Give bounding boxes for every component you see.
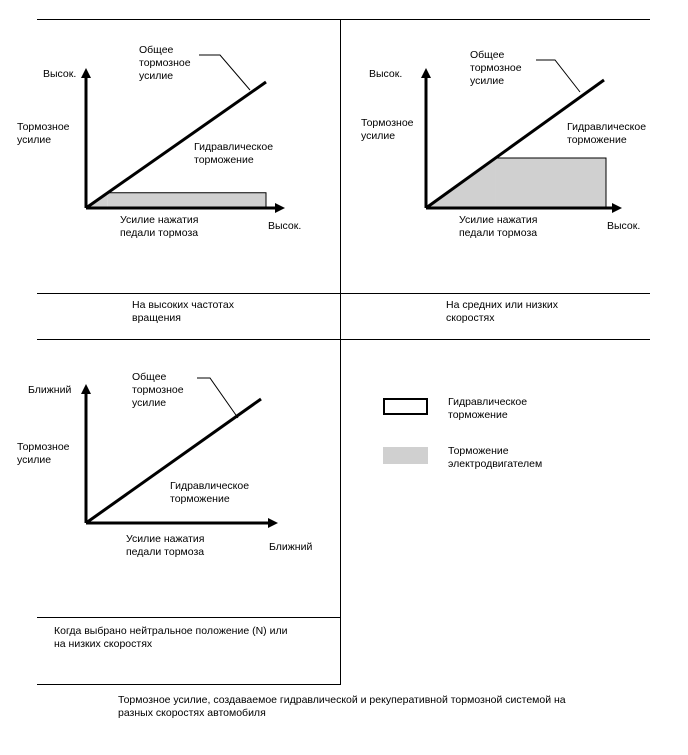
panel-3-y-axis-label: Тормозное усилие [17, 441, 70, 466]
legend-label-hydraulic: Гидравлическое торможение [448, 396, 528, 421]
panel-2-hydraulic-outline [495, 157, 607, 208]
panel-2-caption: На средних или низких скоростях [446, 299, 558, 324]
panel-2-x-arrowhead [612, 203, 622, 213]
panel-3-x-axis-label: Усилие нажатия педали тормоза [126, 533, 205, 558]
panel-3-y-high-label: Ближний [28, 384, 72, 396]
panel-3-x-arrowhead [268, 518, 278, 528]
panel-2-x-high-label: Высок. [607, 220, 641, 232]
panel-2-hydraulic-label: Гидравлическое торможение [567, 121, 647, 146]
grid-line-top [37, 19, 650, 20]
panel-2-y-arrowhead [421, 68, 431, 78]
panel-1-electric-area [107, 192, 266, 208]
grid-line-row1b [37, 339, 650, 340]
legend-swatch-hydraulic [383, 398, 428, 415]
panel-1-total-label: Общее тормозное усилие [139, 44, 191, 82]
panel-3-y-arrowhead [81, 384, 91, 394]
panel-3-caption: Когда выбрано нейтральное положение (N) … [54, 625, 288, 650]
panel-1-caption: На высоких частотах вращения [132, 299, 234, 324]
panel-1-hydraulic-outline [107, 192, 267, 208]
panel-1-y-axis-label: Тормозное усилие [17, 121, 70, 146]
panel-1-y-high-label: Высок. [43, 68, 77, 80]
panel-2-total-leader [536, 59, 581, 93]
panel-3-total-force-line [85, 397, 262, 525]
figure-caption: Тормозное усилие, создаваемое гидравличе… [118, 694, 566, 719]
grid-line-row2 [37, 617, 341, 618]
panel-2-y-axis-label: Тормозное усилие [361, 117, 414, 142]
panel-1-x-axis-label: Усилие нажатия педали тормоза [120, 214, 199, 239]
panel-1-x-arrowhead [275, 203, 285, 213]
panel-1-x-high-label: Высок. [268, 220, 302, 232]
legend-label-electric: Торможение электродвигателем [448, 445, 543, 470]
panel-1-hydraulic-label: Гидравлическое торможение [194, 141, 274, 166]
grid-line-vertical [340, 19, 341, 685]
panel-1-total-leader [199, 54, 251, 91]
panel-2-total-label: Общее тормозное усилие [470, 49, 522, 87]
panel-1-total-force-line [85, 80, 267, 210]
panel-2-y-high-label: Высок. [369, 68, 403, 80]
panel-2-x-axis-label: Усилие нажатия педали тормоза [459, 214, 538, 239]
panel-2-electric-area [495, 158, 606, 208]
panel-3-total-leader [197, 377, 239, 419]
panel-3-hydraulic-label: Гидравлическое торможение [170, 480, 250, 505]
panel-1-y-arrowhead [81, 68, 91, 78]
legend-swatch-electric [383, 447, 428, 464]
grid-line-row1 [37, 293, 650, 294]
grid-line-bottom [37, 684, 341, 685]
panel-3-x-high-label: Ближний [269, 541, 313, 553]
panel-3-total-label: Общее тормозное усилие [132, 371, 184, 409]
panel-2-total-force-line [425, 78, 605, 210]
